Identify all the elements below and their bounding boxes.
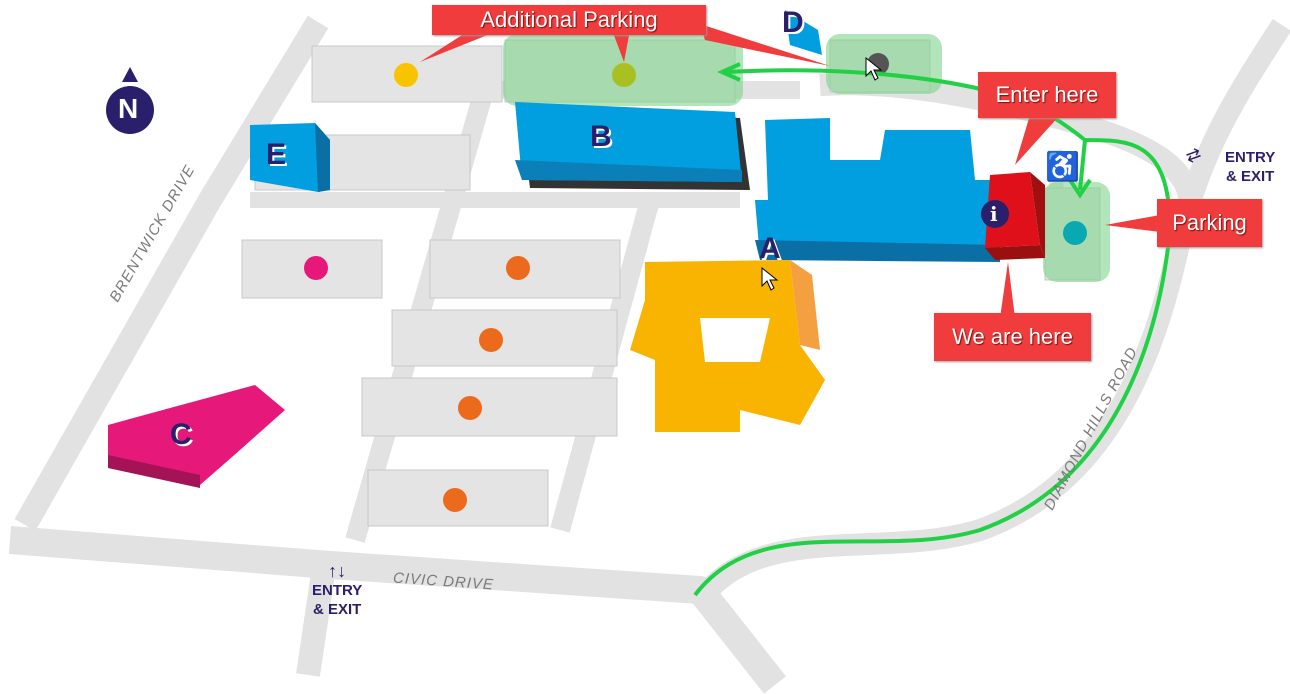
- wheelchair-icon: ♿: [1045, 151, 1080, 182]
- parking-callout: Parking: [1157, 199, 1262, 247]
- building-a-blue: [755, 118, 1000, 262]
- mouse-cursor-icon-2: [865, 56, 883, 81]
- additional-parking-callout: Additional Parking: [432, 5, 706, 35]
- entry-line2: & EXIT: [1225, 168, 1275, 185]
- info-icon-bg: [981, 200, 1009, 228]
- enter-here-callout: Enter here: [978, 72, 1116, 118]
- building-b: [515, 102, 750, 190]
- we-are-here-callout: We are here: [934, 313, 1091, 361]
- callout-pointers: [420, 24, 1160, 318]
- entry-road-bottom: [296, 558, 337, 677]
- mouse-cursor-icon: [761, 266, 779, 291]
- entry-arrows-icon: ↑↓: [328, 561, 347, 581]
- building-a-label: A: [759, 232, 781, 265]
- brentwick-drive: [14, 15, 329, 531]
- entry-line2: & EXIT: [312, 601, 362, 618]
- building-d-label: D: [782, 6, 804, 39]
- parking-dots: [304, 53, 1087, 512]
- building-e: [250, 123, 330, 192]
- entry-line1: ENTRY: [312, 582, 363, 599]
- entry-exit-right: ENTRY & EXIT: [1225, 148, 1275, 186]
- building-e-label: E: [266, 138, 287, 171]
- compass-label: N: [118, 93, 139, 124]
- building-c: [108, 385, 285, 488]
- building-c-label: C: [170, 418, 192, 451]
- entry-line1: ENTRY: [1225, 149, 1276, 166]
- building-a-yellow: [630, 260, 825, 432]
- entry-exit-bottom: ↑↓ ENTRY & EXIT: [312, 562, 362, 619]
- civic-drive: [8, 526, 786, 694]
- compass-icon: [106, 67, 154, 134]
- we-are-here-building: [985, 172, 1045, 260]
- building-d: [785, 10, 822, 55]
- building-b-label: B: [590, 120, 612, 153]
- info-icon[interactable]: i: [990, 202, 998, 226]
- parking-lots: [241, 39, 1101, 527]
